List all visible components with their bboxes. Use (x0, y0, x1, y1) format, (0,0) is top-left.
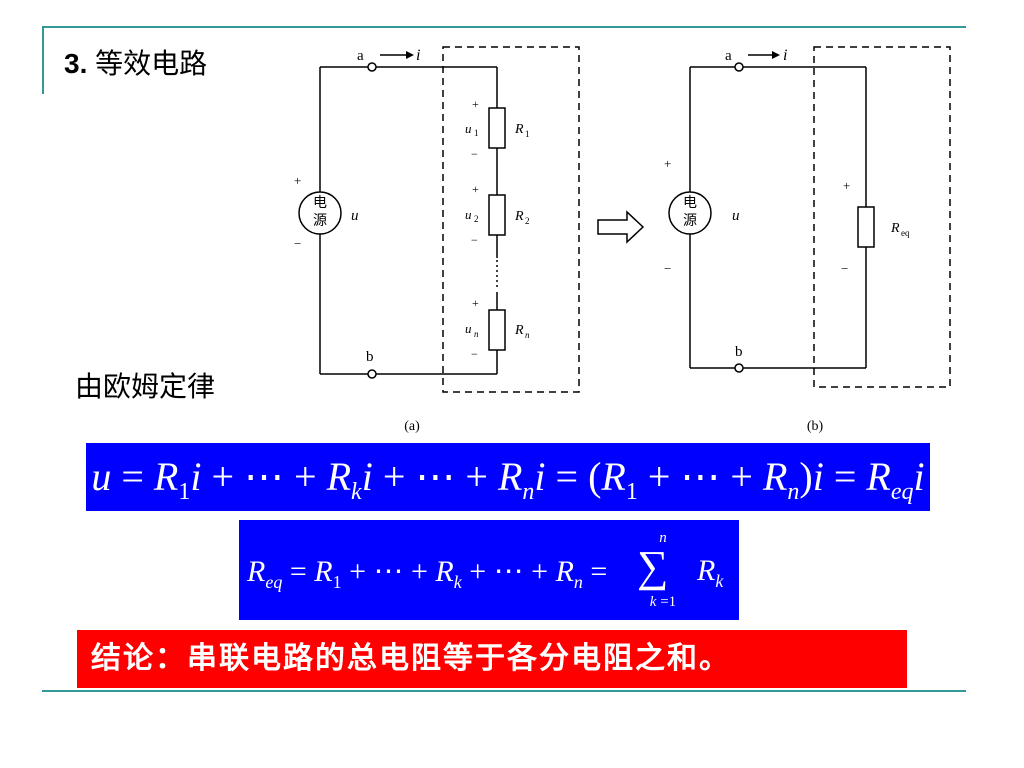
req-label: R (890, 221, 900, 236)
top-rule (42, 26, 966, 28)
current-arrow-icon (406, 51, 414, 59)
req-minus: − (841, 261, 848, 276)
node-label-b: b (366, 349, 374, 365)
current-label-b: i (783, 47, 787, 64)
node-label-a-b: a (725, 48, 732, 64)
voltage-source-b (668, 191, 712, 235)
req-plus: + (843, 178, 850, 193)
source-plus-b: + (664, 156, 671, 171)
series-voltage-equation: u = R1i + ⋯ + Rki + ⋯ + Rni = (R1 + ⋯ + … (86, 443, 930, 511)
source-label-b-line1: 电 (683, 195, 697, 211)
equivalence-arrow-icon (597, 210, 645, 244)
ohms-law-heading: 由欧姆定律 (75, 370, 216, 403)
source-label-b-line2: 源 (683, 213, 697, 229)
rn-label: R (514, 323, 524, 338)
voltage-label: u (351, 208, 359, 224)
voltage-source-a (298, 191, 342, 235)
circuit-diagrams: a i b + − u 电 源 + u 1 − R 1 + u 2 − R 2 … (294, 46, 951, 434)
voltage-label-b: u (732, 208, 740, 224)
conclusion-banner: 结论：串联电路的总电阻等于各分电阻之和。 (77, 630, 907, 688)
caption-b: (b) (807, 419, 824, 434)
section-number: 3. (64, 48, 88, 79)
un-label: u (465, 321, 472, 336)
terminal-a-b (734, 62, 744, 72)
u2-label: u (465, 207, 472, 222)
left-rule (42, 26, 44, 94)
source-label-line1: 电 (313, 195, 327, 211)
u1-sub: 1 (474, 128, 479, 138)
caption-a: (a) (404, 419, 420, 434)
rn-sub: n (525, 330, 530, 340)
r2-label: R (514, 209, 524, 224)
u2-sub: 2 (474, 214, 479, 224)
current-arrow-icon (772, 51, 780, 59)
terminal-a-a (367, 62, 377, 72)
terminal-b-a (367, 369, 377, 379)
node-label-a: a (357, 48, 364, 64)
u2-plus: + (472, 182, 479, 196)
un-minus: − (471, 347, 478, 361)
equivalent-resistance-equation: Req = R1 + ⋯ + Rk + ⋯ + Rn = n ∑ k =1 Rk (239, 520, 739, 620)
u1-label: u (465, 121, 472, 136)
u1-minus: − (471, 147, 478, 161)
current-label: i (416, 47, 420, 64)
r1-sub: 1 (525, 129, 530, 139)
u2-minus: − (471, 233, 478, 247)
u1-plus: + (472, 97, 479, 111)
bottom-rule (42, 690, 966, 692)
r1-label: R (514, 122, 524, 137)
source-plus: + (294, 173, 301, 188)
section-title: 等效电路 (95, 47, 208, 80)
source-minus: − (294, 236, 301, 251)
source-minus-b: − (664, 261, 671, 276)
r2-sub: 2 (525, 216, 530, 226)
terminal-b-b (734, 363, 744, 373)
req-sub: eq (901, 228, 910, 238)
un-sub: n (474, 329, 479, 339)
section-heading: 3. 等效电路 (64, 42, 207, 82)
un-plus: + (472, 296, 479, 310)
node-label-b-b: b (735, 344, 743, 360)
source-label-line2: 源 (313, 213, 327, 229)
